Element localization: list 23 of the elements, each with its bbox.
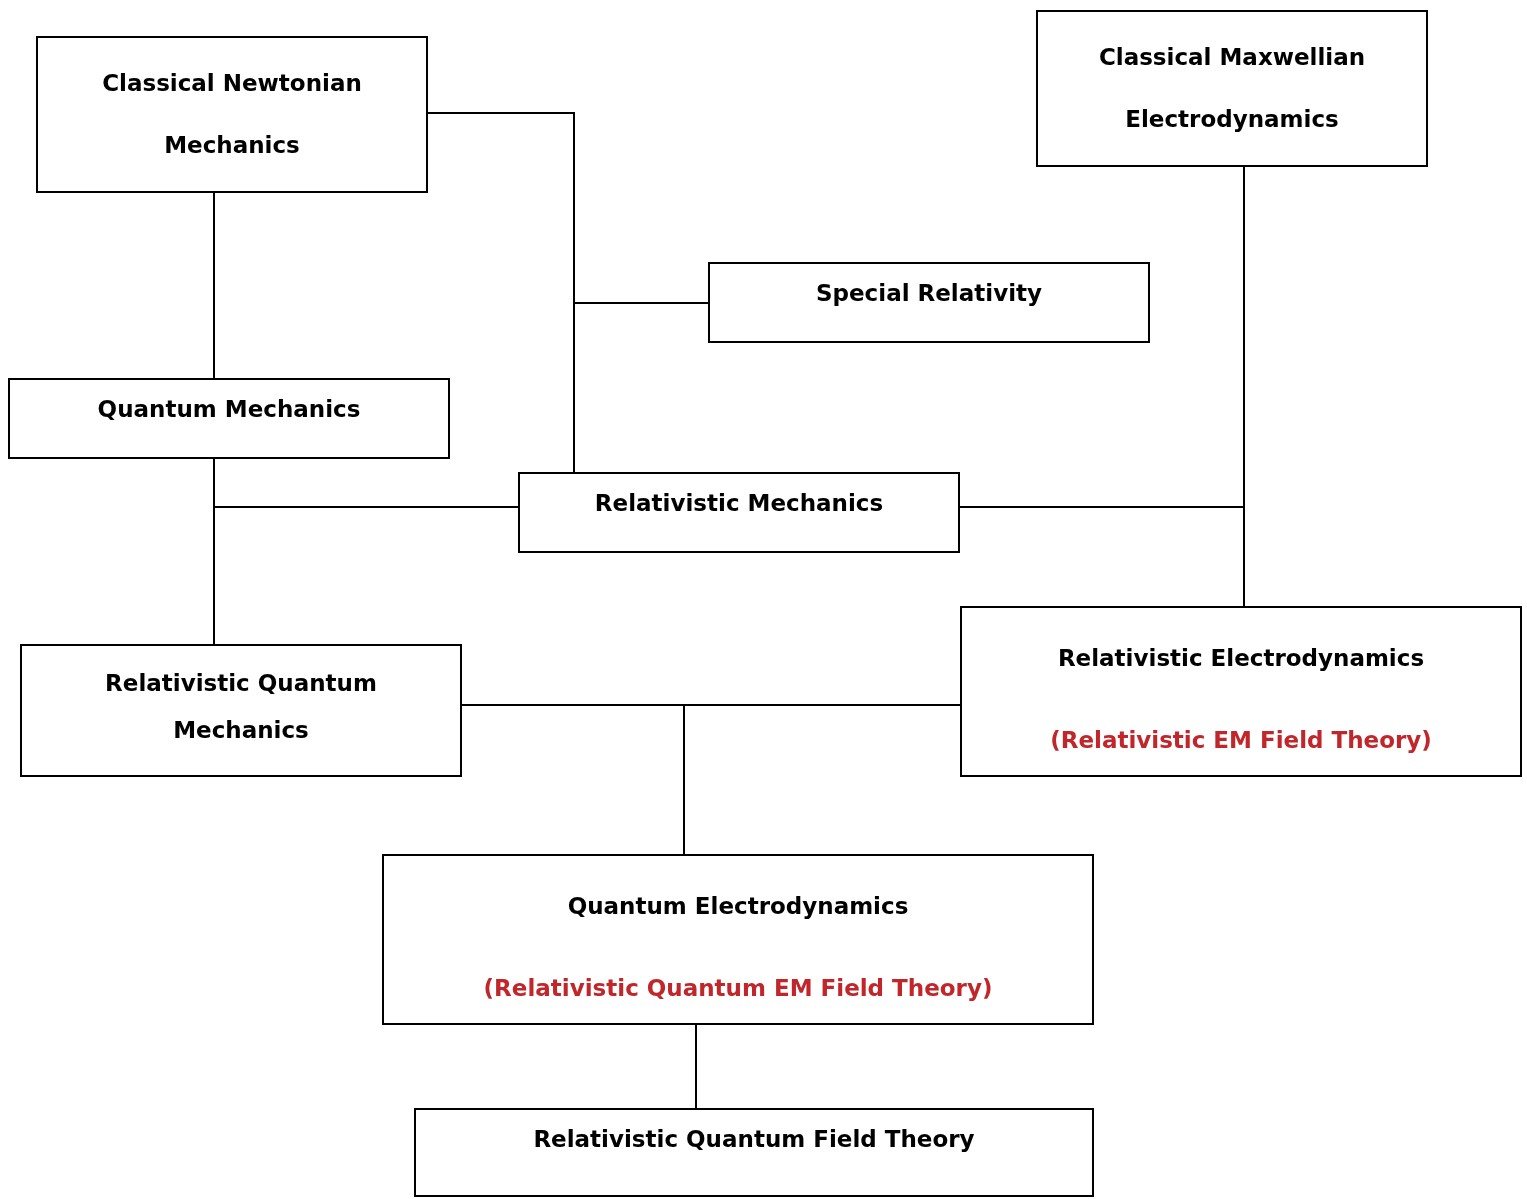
concept-box [36,36,428,193]
connector-line [573,302,709,473]
node-label: Relativistic Mechanics [594,489,884,518]
node-label: Classical Newtonian Mechanics [101,69,363,160]
subtitle-text: (Relativistic EM Field Theory) [1050,726,1432,755]
concept-box [414,1108,1094,1197]
concept-box [708,262,1150,343]
connector-line [213,192,215,379]
subtitle-text: (Relativistic Quantum EM Field Theory) [483,974,993,1003]
node-label: Relativistic Quantum Mechanics [104,669,378,745]
node-label: Relativistic Electrodynamics [1057,644,1425,673]
node-label: Classical Maxwellian Electrodynamics [1097,43,1367,134]
node-label: Quantum Mechanics [97,395,361,424]
node-label: Quantum Electrodynamics [567,892,909,921]
concept-box [960,606,1522,777]
node-label: Relativistic Quantum Field Theory [533,1125,975,1154]
concept-box [20,644,462,777]
concept-box [8,378,450,459]
connector-line [695,1024,697,1109]
node-label: Special Relativity [816,279,1042,308]
concept-box [382,854,1094,1025]
concept-box [518,472,960,553]
concept-box [1036,10,1428,167]
